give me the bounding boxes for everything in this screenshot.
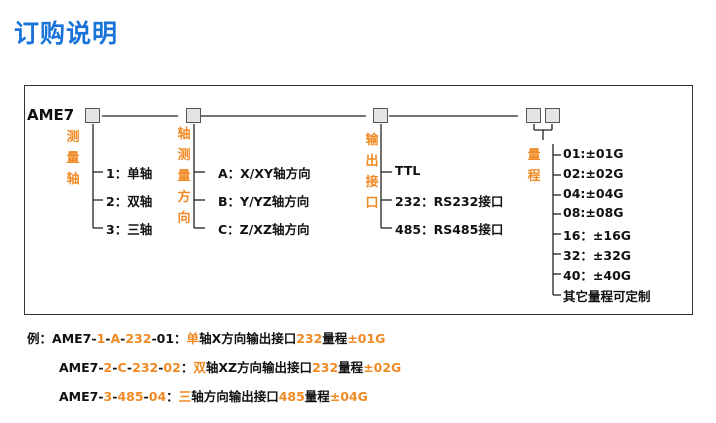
example-line-2: AME7-2-C-232-02：双轴XZ方向输出接口232量程±02G — [59, 357, 401, 376]
example-parts: AME7-3-485-04：三轴方向输出接口485量程±04G — [59, 389, 368, 404]
example-text: - — [120, 331, 126, 346]
group4-label: 量 程 — [526, 145, 542, 187]
example-highlight: 1 — [96, 331, 106, 346]
group2-option: B：Y/YZ轴方向 — [218, 194, 310, 209]
example-highlight: 2 — [103, 360, 113, 375]
example-text: AME7- — [59, 389, 104, 404]
example-text: ： — [180, 360, 194, 375]
group4-label-char: 量 — [527, 148, 541, 163]
group2-label-char: 轴 — [177, 127, 191, 142]
example-text: ： — [166, 389, 179, 404]
code-box-range-1 — [526, 108, 541, 123]
group3-label-char: 出 — [365, 154, 379, 169]
code-box-axis-direction — [186, 108, 201, 123]
group2-label-char: 测 — [177, 148, 191, 163]
example-highlight: C — [117, 360, 127, 375]
example-text: 轴XZ方向输出接口 — [205, 360, 313, 375]
group2-label-char: 向 — [177, 211, 191, 226]
page-title: 订购说明 — [14, 19, 119, 48]
group2-option: A：X/XY轴方向 — [218, 166, 311, 181]
group3-option: 485：RS485接口 — [395, 222, 504, 237]
example-prefix: 例： — [27, 331, 53, 346]
order-code-diagram — [24, 85, 693, 315]
example-text: - — [112, 389, 118, 404]
example-text: - — [158, 360, 164, 375]
group1-label-char: 轴 — [66, 172, 80, 187]
example-highlight: 三 — [178, 389, 192, 404]
example-highlight: 单 — [186, 331, 200, 346]
group3-option: TTL — [395, 163, 421, 178]
example-line-1: 例：AME7-1-A-232-01：单轴X方向输出接口232量程±01G — [27, 328, 385, 347]
example-highlight: 双 — [193, 360, 206, 375]
example-text: -01： — [151, 331, 187, 346]
example-text: - — [126, 360, 133, 375]
group4-label-char: 程 — [527, 169, 541, 184]
group4-option: 02:±02G — [563, 166, 624, 181]
group4-option: 01:±01G — [563, 146, 624, 161]
example-text: - — [105, 331, 111, 346]
group4-option: 16：±16G — [563, 228, 632, 243]
example-highlight: ±04G — [329, 389, 368, 404]
example-parts: AME7-2-C-232-02：双轴XZ方向输出接口232量程±02G — [59, 360, 401, 375]
group2-option: C：Z/XZ轴方向 — [218, 222, 310, 237]
group3-label-char: 口 — [365, 196, 379, 211]
group3-label-char: 接 — [365, 175, 379, 190]
example-highlight: 02 — [163, 360, 181, 375]
example-highlight: 3 — [103, 389, 113, 404]
example-highlight: 232 — [296, 331, 323, 346]
example-highlight: ±01G — [347, 331, 386, 346]
example-highlight: 485 — [117, 389, 144, 404]
example-highlight: 232 — [125, 331, 152, 346]
example-text: 量程 — [338, 360, 364, 375]
example-line-3: AME7-3-485-04：三轴方向输出接口485量程±04G — [59, 386, 368, 405]
example-parts: AME7-1-A-232-01：单轴X方向输出接口232量程±01G — [52, 331, 385, 346]
example-text: AME7- — [59, 360, 104, 375]
model-name: AME7 — [27, 106, 75, 124]
code-box-output-interface — [373, 108, 388, 123]
group1-label-char: 测 — [66, 130, 80, 145]
group1-option: 2：双轴 — [106, 194, 153, 209]
group4-option: 40：±40G — [563, 268, 632, 283]
example-highlight: 485 — [278, 389, 305, 404]
example-highlight: 232 — [132, 360, 159, 375]
example-text: - — [112, 360, 118, 375]
group1-option: 3：三轴 — [106, 222, 153, 237]
example-text: 量程 — [322, 331, 348, 346]
group3-label: 输 出 接 口 — [364, 130, 380, 214]
group1-option: 1：单轴 — [106, 166, 153, 181]
example-highlight: A — [110, 331, 121, 346]
code-box-axis-count — [85, 108, 100, 123]
group4-option: 其它量程可定制 — [563, 289, 651, 304]
group2-label: 轴 测 量 方 向 — [176, 124, 192, 229]
group4-option: 04:±04G — [563, 186, 624, 201]
example-text: AME7- — [52, 331, 97, 346]
group3-label-char: 输 — [365, 133, 379, 148]
example-text: 轴方向输出接口 — [191, 389, 279, 404]
example-highlight: ±02G — [363, 360, 402, 375]
example-text: - — [143, 389, 149, 404]
group4-option: 32：±32G — [563, 248, 632, 263]
example-text: 量程 — [304, 389, 330, 404]
group4-option: 08:±08G — [563, 205, 624, 220]
group2-label-char: 方 — [177, 190, 191, 205]
group3-option: 232：RS232接口 — [395, 194, 504, 209]
group2-label-char: 量 — [177, 169, 191, 184]
group1-label: 测 量 轴 — [65, 127, 81, 190]
group1-label-char: 量 — [66, 151, 80, 166]
example-text: 轴X方向输出接口 — [199, 331, 297, 346]
code-box-range-2 — [545, 108, 560, 123]
example-highlight: 232 — [312, 360, 339, 375]
example-highlight: 04 — [148, 389, 167, 404]
